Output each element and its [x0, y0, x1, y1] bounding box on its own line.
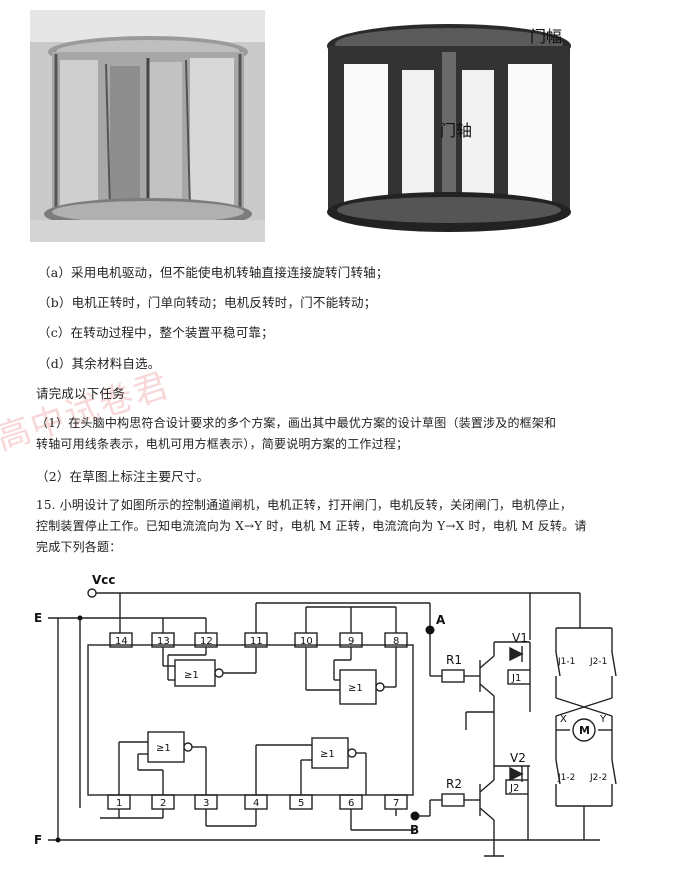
requirement-c: （c）在转动过程中，整个装置平稳可靠； — [38, 325, 274, 340]
gate-3-symbol: ≥1 — [156, 743, 171, 754]
pin-13-label: 13 — [157, 636, 170, 647]
door-axis-label: 门轴 — [440, 121, 472, 140]
pin-8-label: 8 — [393, 636, 399, 647]
task-1-line-2: 转轴可用线条表示，电机可用方框表示），简要说明方案的工作过程； — [36, 437, 409, 451]
input-f-label: F — [34, 833, 42, 847]
requirement-d: （d）其余材料自选。 — [38, 356, 161, 371]
node-a-label: A — [436, 613, 446, 627]
vcc-label: Vcc — [92, 573, 116, 587]
j1-1-label: J1-1 — [557, 657, 575, 667]
j1-2-label: J1-2 — [557, 773, 575, 783]
input-e-label: E — [34, 611, 42, 625]
node-b-label: B — [410, 823, 419, 837]
revolving-door-photo — [30, 10, 265, 242]
pin-5-label: 5 — [298, 798, 304, 809]
pin-3-label: 3 — [203, 798, 209, 809]
task-heading: 请完成以下任务 — [36, 386, 125, 401]
pin-1-label: 1 — [116, 798, 122, 809]
requirement-b: （b）电机正转时，门单向转动；电机反转时，门不能转动； — [38, 295, 377, 310]
pin-7-label: 7 — [393, 798, 399, 809]
pin-6-label: 6 — [348, 798, 354, 809]
task-2: （2）在草图上标注主要尺寸。 — [36, 469, 210, 484]
gate-1-symbol: ≥1 — [184, 670, 199, 681]
control-circuit-diagram: Vcc E F A B R1 R2 V1 V2 J1 J2 J1-1 J2-1 … — [34, 573, 617, 857]
j2-coil-label: J2 — [509, 783, 519, 794]
pin-9-label: 9 — [348, 636, 354, 647]
v2-label: V2 — [510, 751, 526, 765]
v1-label: V1 — [512, 631, 528, 645]
pin-12-label: 12 — [200, 636, 213, 647]
motor-label: M — [579, 724, 590, 737]
pin-2-label: 2 — [160, 798, 166, 809]
task-1-line-1: （1）在头脑中构思符合设计要求的多个方案，画出其中最优方案的设计草图（装置涉及的… — [36, 416, 557, 430]
motor-x-label: X — [560, 714, 567, 725]
question-15-line-1: 15. 小明设计了如图所示的控制通道闸机，电机正转，打开闸门，电机反转，关闭闸门… — [36, 498, 573, 512]
revolving-door-diagram: 门幅 门轴 — [318, 12, 580, 236]
gate-2-symbol: ≥1 — [348, 683, 363, 694]
question-15-line-2: 控制装置停止工作。已知电流流向为 X→Y 时，电机 M 正转，电流流向为 Y→X… — [36, 519, 587, 533]
door-width-label: 门幅 — [530, 27, 562, 46]
j2-1-label: J2-1 — [589, 657, 607, 667]
j2-2-label: J2-2 — [589, 773, 607, 783]
pin-14-label: 14 — [115, 636, 128, 647]
r2-label: R2 — [446, 777, 462, 791]
requirement-a: （a）采用电机驱动，但不能使电机转轴直接连接旋转门转轴； — [38, 265, 389, 280]
j1-coil-label: J1 — [511, 673, 521, 684]
motor-y-label: Y — [599, 714, 607, 725]
pin-4-label: 4 — [253, 798, 259, 809]
pin-11-label: 11 — [250, 636, 263, 647]
gate-4-symbol: ≥1 — [320, 749, 335, 760]
r1-label: R1 — [446, 653, 462, 667]
pin-10-label: 10 — [300, 636, 313, 647]
question-15-line-3: 完成下列各题： — [36, 540, 122, 554]
